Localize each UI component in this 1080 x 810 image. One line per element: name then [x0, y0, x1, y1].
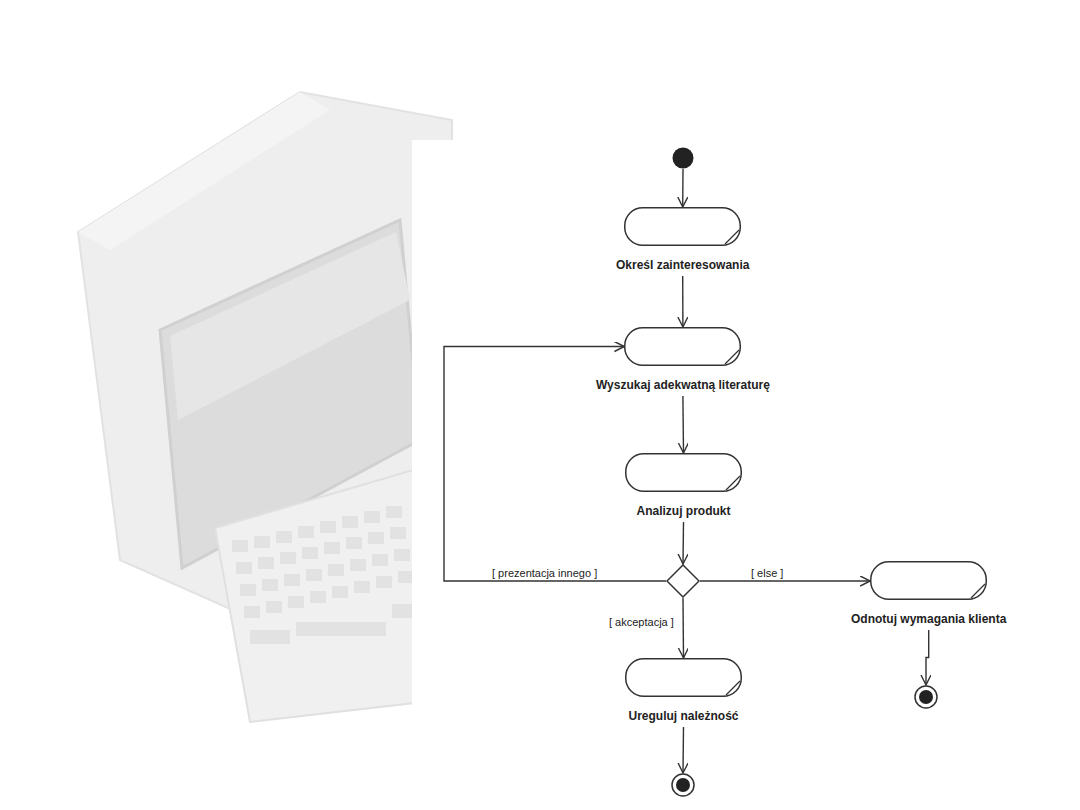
control-flow	[682, 598, 684, 658]
action-pill	[624, 327, 741, 366]
decision-diamond	[666, 564, 700, 598]
monitor-top	[78, 92, 330, 250]
action-pill	[870, 561, 987, 600]
control-flow	[682, 522, 684, 564]
action-label: Wyszukaj adekwatną literaturę	[596, 378, 770, 393]
control-flow	[682, 727, 684, 773]
action-pill	[625, 658, 742, 697]
action-node: Analizuj produkt	[625, 453, 742, 519]
decision-node	[666, 564, 700, 598]
final-node	[914, 685, 938, 709]
initial-node	[672, 147, 694, 169]
final-node	[671, 773, 695, 797]
action-label: Analizuj produkt	[637, 504, 731, 519]
screen-glare	[170, 232, 410, 420]
action-node: Odnotuj wymagania klienta	[851, 561, 1006, 627]
control-flow	[682, 276, 684, 327]
keyboard-body	[215, 468, 440, 722]
guard-label: [ prezentacja innego ]	[490, 566, 599, 580]
action-node: Ureguluj należność	[625, 658, 742, 724]
control-flow	[682, 169, 684, 207]
action-node: Wyszukaj adekwatną literaturę	[596, 327, 770, 393]
action-label: Określ zainteresowania	[616, 258, 749, 273]
action-pill	[624, 207, 741, 246]
guard-label: [ else ]	[749, 566, 785, 580]
control-flow	[700, 580, 870, 581]
keyboard	[215, 468, 440, 722]
monitor-body	[78, 92, 452, 640]
keyboard-keys	[232, 506, 414, 644]
control-flow	[926, 630, 929, 685]
action-label: Ureguluj należność	[628, 709, 738, 724]
guard-label: [ akceptacja ]	[607, 615, 676, 629]
diagram-panel	[412, 140, 1080, 720]
initial-node	[672, 147, 694, 169]
control-flow	[682, 396, 684, 453]
action-pill	[625, 453, 742, 492]
final-node	[914, 685, 938, 709]
action-label: Odnotuj wymagania klienta	[851, 612, 1006, 627]
final-node	[671, 773, 695, 797]
action-node: Określ zainteresowania	[616, 207, 749, 273]
